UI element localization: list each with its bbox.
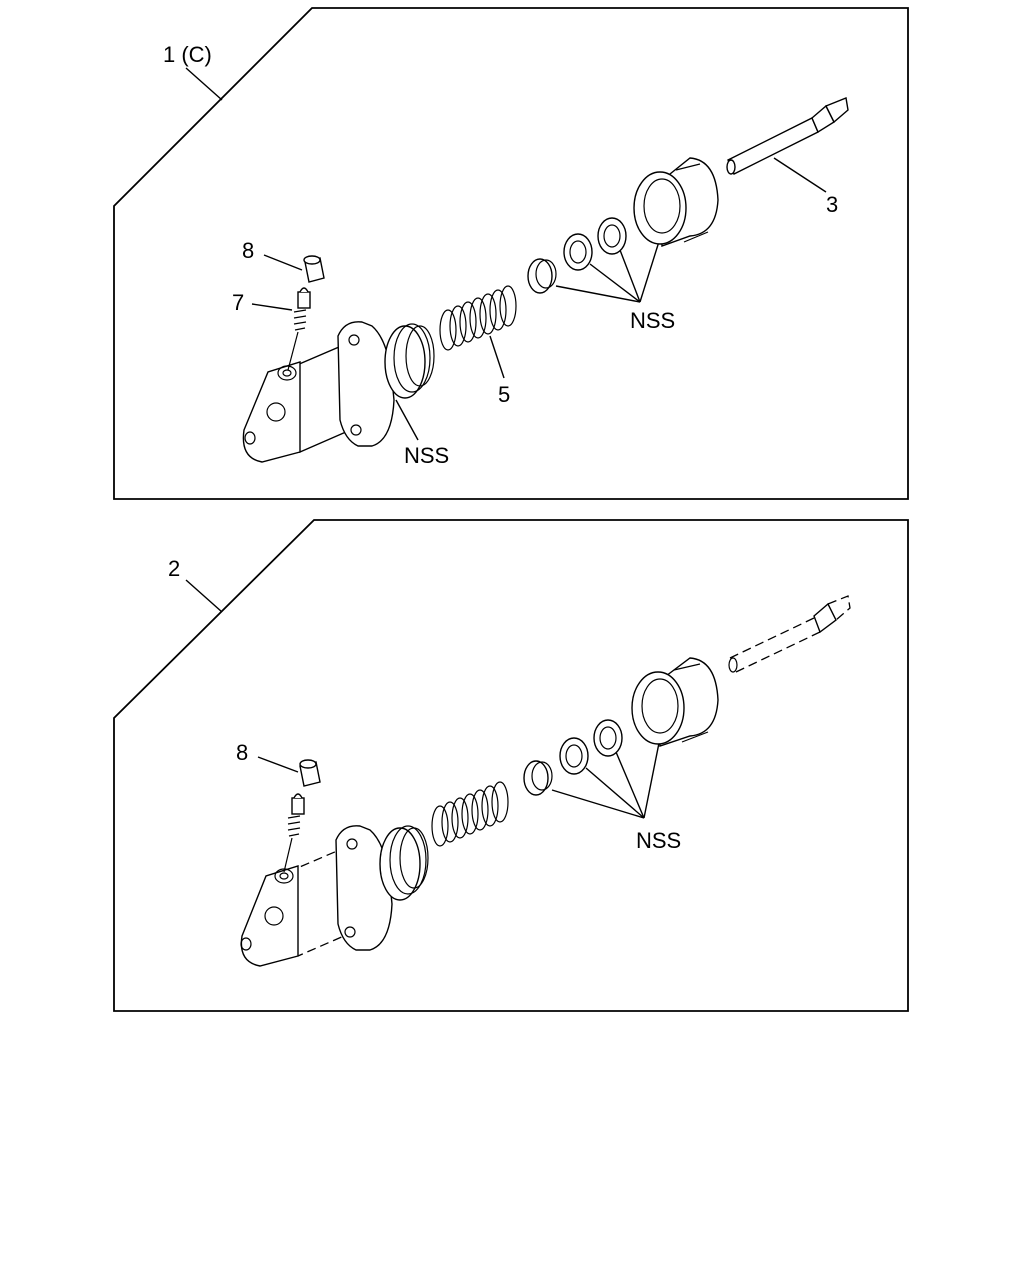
push-rod-2 [728, 595, 851, 673]
bleeder-cap [303, 255, 325, 283]
callout-7: 7 [232, 290, 244, 315]
callout-8: 8 [242, 238, 254, 263]
callout-nss-seals: NSS [630, 308, 675, 333]
bleeder-cap-2 [299, 759, 321, 787]
panel-1-assembly-label: 1 (C) [163, 42, 212, 67]
bleeder-screw-2 [283, 793, 305, 873]
panel-1-frame [113, 7, 909, 500]
push-rod [726, 97, 849, 175]
dust-boot [633, 157, 719, 247]
panel-1: 1 (C) 8 [113, 7, 909, 500]
spring [439, 285, 517, 351]
dust-boot-2 [631, 657, 719, 747]
bleeder-screw [287, 287, 311, 371]
callout-3: 3 [826, 192, 838, 217]
callout-nss-boot: NSS [404, 443, 449, 468]
spring-2 [431, 781, 509, 847]
callout-8-2: 8 [236, 740, 248, 765]
piston-and-seals [527, 217, 627, 294]
callout-nss-seals-2: NSS [636, 828, 681, 853]
slave-cylinder-body [242, 321, 435, 463]
slave-cylinder-body-2 [240, 825, 429, 967]
panel-2-frame [113, 519, 909, 1012]
panel-2: 2 8 [113, 519, 909, 1012]
panel-2-assembly-label: 2 [168, 556, 180, 581]
piston-and-seals-2 [523, 719, 623, 796]
callout-5: 5 [498, 382, 510, 407]
